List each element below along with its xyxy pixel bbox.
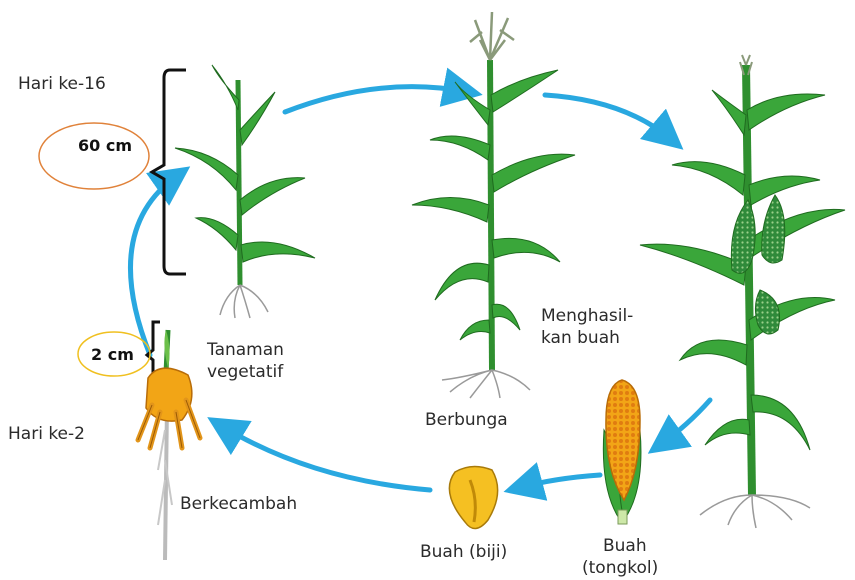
corn-seed bbox=[449, 466, 497, 528]
height-ellipse-60cm bbox=[39, 123, 149, 189]
height-bracket-60cm bbox=[152, 70, 186, 274]
label-height-60cm: 60 cm bbox=[78, 135, 132, 156]
label-fruiting-line2: kan buah bbox=[541, 328, 620, 349]
label-day-16: Hari ke-16 bbox=[18, 74, 106, 95]
label-flowering: Berbunga bbox=[425, 410, 508, 431]
label-cob-line2: (tongkol) bbox=[582, 558, 658, 579]
arrow-cob-to-seed bbox=[518, 475, 600, 488]
arrow-vegetative-to-flowering bbox=[285, 87, 468, 112]
germinating-seedling bbox=[138, 330, 200, 560]
label-germinating: Berkecambah bbox=[180, 494, 297, 515]
arrow-seed-to-germination bbox=[220, 425, 430, 490]
label-day-2: Hari ke-2 bbox=[8, 424, 85, 445]
arrow-fruiting-to-cob bbox=[660, 400, 710, 445]
label-vegetative-line2: vegetatif bbox=[207, 362, 283, 383]
corn-cob bbox=[603, 380, 641, 524]
arrow-flowering-to-fruiting bbox=[545, 95, 672, 140]
label-fruiting-line1: Menghasil- bbox=[541, 306, 633, 327]
label-cob-line1: Buah bbox=[603, 536, 647, 557]
label-seed: Buah (biji) bbox=[420, 542, 507, 563]
label-vegetative-line1: Tanaman bbox=[207, 340, 284, 361]
fruiting-plant bbox=[640, 55, 845, 528]
label-height-2cm: 2 cm bbox=[91, 344, 134, 365]
vegetative-plant bbox=[175, 65, 315, 318]
